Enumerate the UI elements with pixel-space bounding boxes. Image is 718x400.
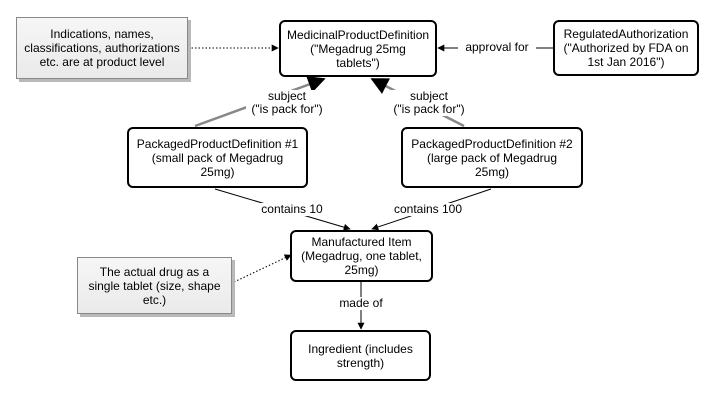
edge-label-subject-1-line-2: ("is pack for")	[251, 102, 323, 116]
edge-label-approval-for: approval for	[458, 41, 536, 54]
edge-label-contains-100: contains 100	[386, 203, 470, 216]
note-actual-drug-line-3: etc.)	[142, 292, 167, 307]
note-connector-actual-drug	[233, 254, 292, 283]
packaged-2-title: PackagedProductDefinition #2	[411, 136, 573, 151]
edge-label-subject-1: subject ("is pack for")	[246, 90, 328, 116]
edge-label-made-of: made of	[334, 297, 388, 310]
regulated-authorization-line-2: ("Authorized by FDA on	[563, 41, 689, 55]
packaged-1-title: PackagedProductDefinition #1	[136, 136, 299, 151]
note-product-level: Indications, names, classifications, aut…	[16, 17, 188, 79]
manufactured-item-line-3: 25mg)	[344, 263, 379, 277]
medicinal-product-title: MedicinalProductDefinition	[286, 27, 430, 42]
node-packaged-product-definition-2[interactable]: PackagedProductDefinition #2 (large pack…	[401, 127, 583, 188]
edge-label-subject-2: subject ("is pack for")	[388, 90, 470, 116]
ingredient-line-2: strength)	[336, 355, 385, 370]
node-ingredient[interactable]: Ingredient (includes strength)	[290, 330, 431, 381]
note-product-level-line-1: Indications, names,	[50, 27, 154, 41]
edge-label-subject-2-line-1: subject	[409, 89, 449, 103]
node-regulated-authorization[interactable]: RegulatedAuthorization ("Authorized by F…	[553, 20, 699, 76]
note-product-level-line-3: etc. are at product level	[39, 55, 165, 69]
edge-label-subject-1-line-1: subject	[267, 89, 307, 103]
note-actual-drug: The actual drug as a single tablet (size…	[77, 257, 232, 314]
medicinal-product-subtitle: ("Megadrug 25mg tablets")	[310, 41, 406, 70]
node-medicinal-product-definition[interactable]: MedicinalProductDefinition ("Megadrug 25…	[279, 20, 437, 77]
ingredient-line-1: Ingredient (includes	[308, 341, 413, 356]
node-manufactured-item[interactable]: Manufactured Item (Megadrug, one tablet,…	[290, 230, 433, 282]
regulated-authorization-title: RegulatedAuthorization	[563, 27, 689, 41]
manufactured-item-line-2: (Megadrug, one tablet,	[301, 249, 422, 263]
note-actual-drug-line-2: single tablet (size, shape	[88, 278, 221, 293]
note-actual-drug-line-1: The actual drug as a	[99, 264, 210, 279]
node-packaged-product-definition-1[interactable]: PackagedProductDefinition #1 (small pack…	[127, 127, 308, 188]
note-product-level-line-2: classifications, authorizations	[24, 41, 180, 55]
packaged-1-subtitle: (small pack of Megadrug 25mg)	[151, 150, 284, 179]
edge-label-subject-2-line-2: ("is pack for")	[393, 102, 465, 116]
edge-label-contains-10: contains 10	[255, 203, 329, 216]
manufactured-item-title: Manufactured Item	[311, 235, 412, 249]
packaged-2-subtitle: (large pack of Megadrug 25mg)	[426, 150, 558, 179]
regulated-authorization-line-3: 1st Jan 2016")	[587, 55, 665, 69]
